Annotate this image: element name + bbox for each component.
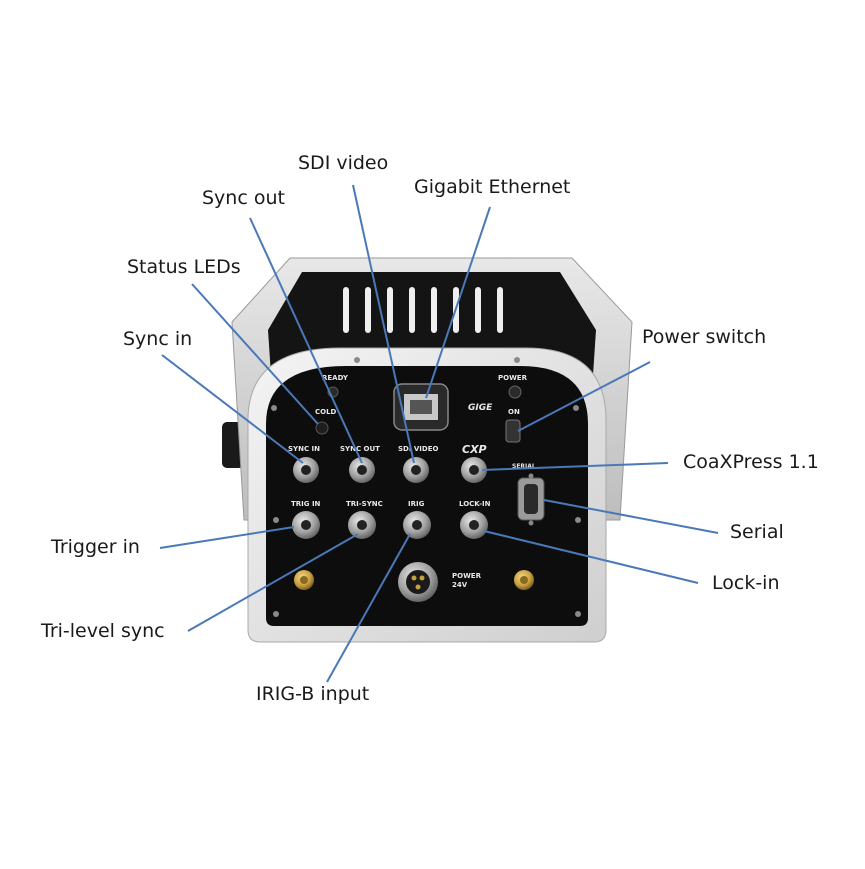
leader-lines	[159, 184, 719, 683]
leader-tri-level-sync	[187, 533, 359, 632]
camera-housing: READY COLD GIGE POWER ON SYNC IN SYNC OU…	[222, 257, 633, 643]
label-on: ON	[508, 408, 520, 416]
callout-sdi-video: SDI video	[298, 152, 389, 174]
bnc-trig-in	[292, 511, 320, 539]
label-trig-in: TRIG IN	[291, 500, 321, 508]
gige-logo: GIGE	[468, 403, 493, 413]
leader-sdi-video	[352, 184, 415, 464]
leader-gigabit-ethernet	[425, 206, 491, 399]
power-24v-connector	[398, 562, 438, 602]
bnc-coaxpress	[461, 457, 487, 483]
gold-post-left	[294, 570, 314, 590]
power-switch: POWER ON	[498, 374, 528, 443]
bnc-lock-in	[460, 511, 488, 539]
bnc-irig	[403, 511, 431, 539]
label-cold: COLD	[315, 408, 337, 416]
leader-power-switch	[517, 361, 651, 432]
callout-status-leds: Status LEDs	[127, 256, 241, 278]
label-sdi-video: SDI VIDEO	[398, 445, 439, 453]
callout-irig-b-input: IRIG-B input	[256, 683, 370, 705]
callout-serial: Serial	[730, 521, 784, 543]
label-irig: IRIG	[408, 500, 425, 508]
leader-status-leds	[191, 283, 319, 425]
label-lock-in: LOCK-IN	[459, 500, 491, 508]
label-sync-in: SYNC IN	[288, 445, 320, 453]
label-serial: SERIAL	[512, 463, 536, 470]
leader-lock-in	[483, 530, 699, 584]
gold-post-right	[514, 570, 534, 590]
callout-sync-out: Sync out	[202, 187, 285, 209]
bnc-sync-in	[293, 457, 319, 483]
serial-connector	[517, 473, 545, 526]
callout-tri-level-sync: Tri-level sync	[41, 620, 165, 642]
callout-coaxpress: CoaXPress 1.1	[683, 451, 819, 473]
callout-lock-in: Lock-in	[712, 572, 780, 594]
heatsink-fins	[343, 287, 503, 333]
callout-sync-in: Sync in	[123, 328, 193, 350]
callout-gigabit-ethernet: Gigabit Ethernet	[414, 176, 571, 198]
cxp-logo: CXP	[462, 443, 487, 456]
leader-sync-out	[249, 217, 363, 464]
led-cold	[315, 421, 329, 435]
leader-serial	[543, 499, 719, 534]
bnc-sdi-video	[403, 457, 429, 483]
bnc-tri-sync	[348, 511, 376, 539]
callout-trigger-in: Trigger in	[51, 536, 140, 558]
leader-trigger-in	[159, 526, 295, 549]
bnc-sync-out	[349, 457, 375, 483]
callout-power-switch: Power switch	[642, 326, 767, 348]
leader-irig-b	[326, 533, 411, 683]
label-power-24v-1: POWER	[452, 572, 482, 580]
label-tri-sync: TRI-SYNC	[346, 500, 383, 508]
leader-sync-in	[161, 354, 304, 464]
label-sync-out: SYNC OUT	[340, 445, 380, 453]
label-power-24v-2: 24V	[452, 581, 468, 589]
label-power: POWER	[498, 374, 528, 382]
label-ready: READY	[322, 374, 349, 382]
ethernet-port	[393, 383, 449, 431]
panel-screws	[271, 357, 581, 617]
leader-coaxpress	[481, 462, 669, 471]
